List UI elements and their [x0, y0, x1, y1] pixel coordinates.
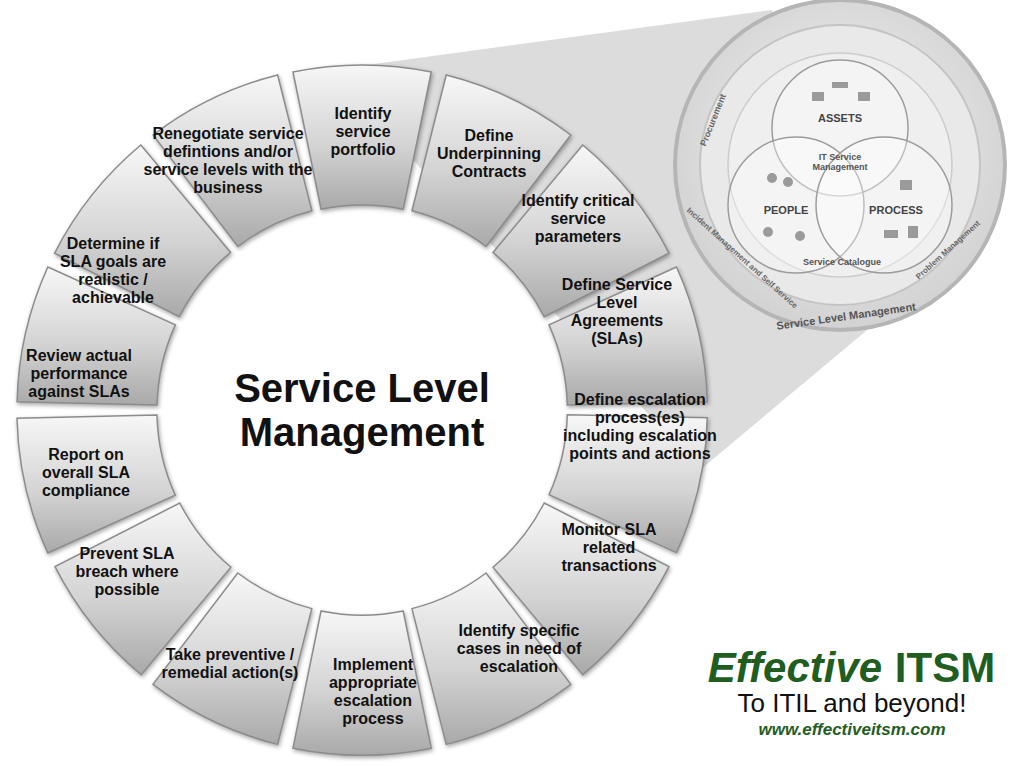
process-segment: Renegotiate service defintions and/or se… — [137, 72, 319, 249]
icon — [783, 177, 793, 187]
icon — [767, 173, 777, 183]
center-hub: Service Level Management — [165, 213, 559, 607]
inset-circle — [675, 0, 1005, 330]
segment-text: Review actual performance against SLAs — [15, 347, 143, 401]
segment-text: Report on overall SLA compliance — [32, 446, 140, 500]
icon — [884, 230, 898, 238]
process-segment: Identify specific cases in need of escal… — [409, 570, 596, 747]
segment-outline — [293, 65, 431, 209]
venn-label: ASSETS — [818, 112, 862, 124]
segment-text: Renegotiate service defintions and/or se… — [140, 125, 316, 197]
icon — [900, 180, 912, 190]
inset-icons — [763, 82, 918, 241]
segment-text: Define Underpinning Contracts — [424, 127, 554, 181]
segment-text: Define Service Level Agreements (SLAs) — [556, 276, 678, 348]
segment-outline — [549, 267, 707, 405]
icon — [858, 92, 870, 101]
segment-text: Identify critical service parameters — [512, 192, 644, 246]
segment-text: Identify service portfolio — [323, 105, 403, 159]
process-segment: Define Service Level Agreements (SLAs) — [546, 264, 710, 408]
logo-tagline: To ITIL and beyond! — [738, 688, 967, 719]
process-segment: Implement appropriate escalation process — [290, 608, 434, 758]
segment-outline — [293, 611, 431, 755]
process-segment: Report on overall SLA compliance — [14, 412, 178, 556]
inset-label: Service Catalogue — [803, 257, 881, 267]
inset-core — [728, 53, 952, 277]
logo-word: ITSM — [895, 644, 995, 692]
segment-text: Prevent SLA breach where possible — [63, 545, 191, 599]
venn-label: IT Service Management — [805, 152, 875, 172]
venn-label: PROCESS — [869, 204, 923, 216]
segment-text: Define escalation process(es) including … — [563, 391, 717, 463]
icon — [908, 226, 918, 238]
segment-text: Implement appropriate escalation process — [319, 656, 427, 728]
logo-word: Effective — [708, 644, 882, 692]
hub-title: Service Level Management — [197, 366, 527, 454]
icon — [795, 231, 805, 241]
segment-outline — [17, 415, 175, 553]
logo-url: www.effectiveitsm.com — [758, 720, 945, 740]
icon — [812, 92, 824, 101]
icon — [832, 82, 848, 88]
venn-label: PEOPLE — [764, 204, 809, 216]
segment-text: Take preventive / remedial action(s) — [159, 646, 301, 682]
icon — [763, 227, 773, 237]
process-segment: Identify service portfolio — [290, 62, 434, 212]
segment-text: Monitor SLA related transactions — [553, 521, 665, 575]
segment-text: Determine if SLA goals are realistic / a… — [51, 235, 175, 307]
segment-text: Identify specific cases in need of escal… — [445, 622, 593, 676]
